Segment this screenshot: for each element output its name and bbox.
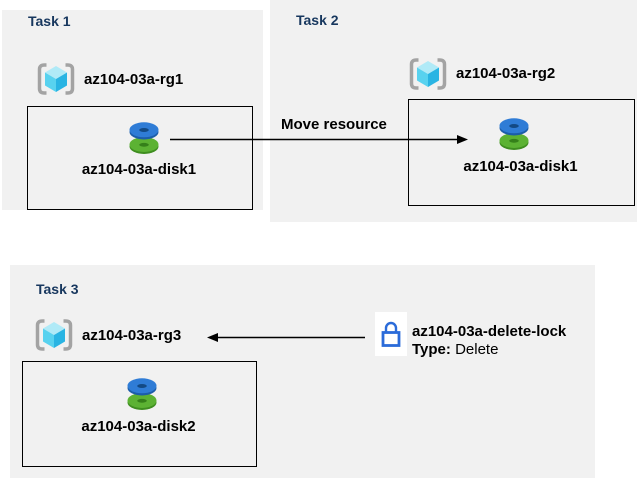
disk-icon [127, 378, 157, 410]
task3-resource-box [22, 361, 257, 467]
task1-disk-label: az104-03a-disk1 [81, 161, 197, 178]
lock-type-value: Delete [455, 341, 499, 358]
disk-icon [129, 122, 159, 154]
panel-task3 [10, 265, 595, 478]
task2-resource-box [408, 99, 635, 206]
disk-icon [499, 118, 529, 150]
resource-group-icon [37, 63, 75, 95]
lock-type-label: Type: [412, 341, 451, 358]
task3-disk-label: az104-03a-disk2 [81, 418, 196, 435]
delete-lock-type: Type: Delete [412, 341, 498, 359]
task1-title: Task 1 [28, 13, 71, 29]
panel-task2 [270, 0, 637, 222]
task2-resource-group-label: az104-03a-rg2 [456, 65, 556, 82]
task1-resource-box [27, 106, 253, 210]
delete-lock-name: az104-03a-delete-lock [412, 323, 567, 340]
task3-title: Task 3 [36, 281, 79, 297]
task2-disk-label: az104-03a-disk1 [463, 158, 578, 175]
lock-icon-background [375, 312, 407, 356]
resource-group-icon [409, 58, 447, 90]
move-resource-label: Move resource [281, 116, 387, 133]
panel-task1 [2, 10, 263, 210]
lock-icon [381, 321, 401, 347]
task1-resource-group-label: az104-03a-rg1 [84, 71, 184, 88]
task3-resource-group-label: az104-03a-rg3 [82, 327, 182, 344]
resource-group-icon [35, 319, 73, 351]
task2-title: Task 2 [296, 12, 339, 28]
